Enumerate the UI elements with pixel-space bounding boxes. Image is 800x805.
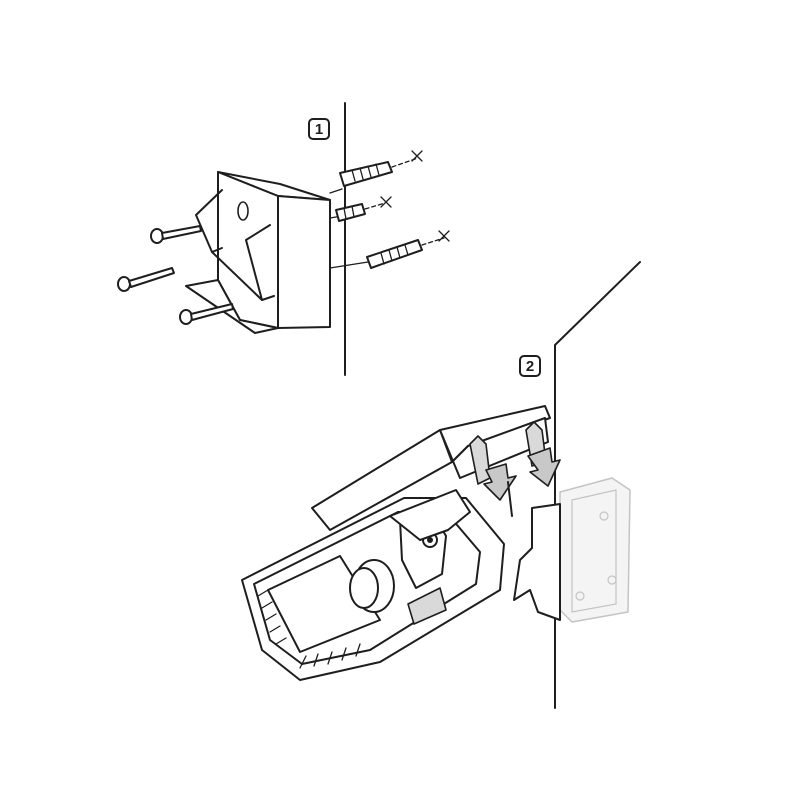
screw-icon [179, 303, 234, 325]
speaker-grille-bottom [299, 643, 361, 669]
plug-3-cross [438, 230, 450, 242]
mount-base-plate [407, 587, 447, 625]
bracket-wire-left [195, 189, 223, 253]
plug-2-axis [364, 202, 386, 210]
tilt-knob-inner [349, 567, 379, 609]
step-1-badge: 1 [308, 118, 330, 140]
screw-3-head [179, 309, 193, 325]
bracket-right-face [277, 195, 331, 329]
clip-prong-left [469, 435, 491, 485]
ghost-hole-3 [607, 575, 617, 585]
wall-mount-bracket-ghost [559, 477, 631, 623]
step-2-badge: 2 [519, 355, 541, 377]
plug-1-ribs [351, 163, 380, 182]
step-2-illustration [241, 261, 641, 709]
mount-arm [389, 489, 471, 541]
screw-2-shaft [128, 267, 175, 288]
wall-plug-icon [335, 196, 392, 222]
guide-line-1 [329, 188, 343, 194]
screw-1-shaft [161, 225, 202, 240]
clip-side-face [439, 417, 549, 479]
plug-3-ribs [380, 244, 409, 265]
bracket-front-block [513, 503, 561, 621]
plug-3-axis [421, 237, 445, 246]
speaker-grille-left [257, 589, 287, 645]
down-arrow-icon [527, 447, 561, 487]
step-1-illustration [117, 102, 450, 376]
wall-plug-icon [339, 150, 423, 187]
plug-2-cross [380, 196, 392, 208]
bracket-hole [237, 201, 249, 221]
wall-plug-icon [366, 230, 450, 269]
screw-icon [117, 267, 175, 292]
plug-1-cross [411, 150, 423, 162]
ghost-bracket-plate [571, 489, 617, 613]
swivel-screw-inner [427, 537, 433, 543]
bracket-wire-right [245, 224, 275, 301]
plug-1-body [339, 161, 393, 187]
ghost-hole-1 [599, 511, 609, 521]
down-arrow-icon [483, 463, 517, 501]
speaker-body [241, 489, 505, 681]
screw-icon [150, 225, 202, 244]
plug-2-ribs [343, 205, 355, 220]
ghost-bracket-body [559, 477, 631, 623]
plug-3-body [366, 239, 423, 269]
plug-2-body [335, 203, 366, 222]
wall-mount-bracket-icon [185, 171, 331, 334]
bracket-wire-cross [211, 251, 263, 301]
screw-2-head [117, 276, 131, 292]
ghost-hole-2 [575, 591, 585, 601]
screw-3-shaft [190, 303, 234, 321]
guide-line-3 [329, 261, 369, 269]
speaker-clip-icon [311, 405, 551, 531]
arrow-stem-left [507, 481, 513, 517]
screw-1-head [150, 228, 164, 244]
